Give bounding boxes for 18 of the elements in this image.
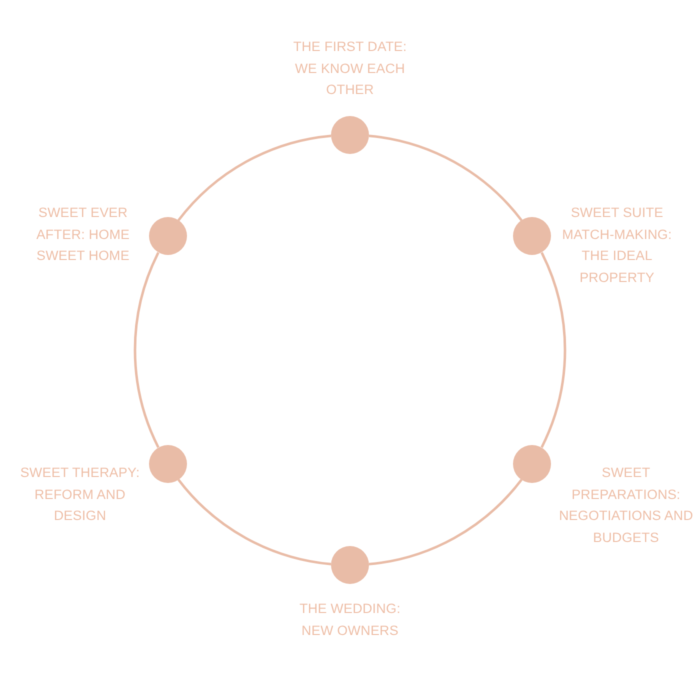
step-dot <box>331 116 369 154</box>
ring-arc <box>177 134 332 222</box>
ring-arc <box>368 134 523 222</box>
step-dot <box>331 546 369 584</box>
ring-arc <box>368 478 523 566</box>
step-label: SWEET SUITE MATCH-MAKING: THE IDEAL PROPERTY <box>561 204 673 286</box>
step-dot <box>148 217 187 256</box>
ring-arc <box>177 478 332 566</box>
step-dot <box>513 444 552 483</box>
step-dot <box>513 217 552 256</box>
step-label: THE WEDDING: NEW OWNERS <box>298 600 402 640</box>
step-label: SWEET EVER AFTER: HOME SWEET HOME <box>35 204 131 265</box>
step-label: SWEET THERAPY: REFORM AND DESIGN <box>19 464 141 525</box>
step-label: SWEET PREPARATIONS: NEGOTIATIONS AND BUDGETS <box>558 464 694 546</box>
step-label: THE FIRST DATE: WE KNOW EACH OTHER <box>292 38 408 99</box>
ring-arc <box>134 252 160 448</box>
step-dot <box>148 444 187 483</box>
ring-arc <box>540 252 566 448</box>
